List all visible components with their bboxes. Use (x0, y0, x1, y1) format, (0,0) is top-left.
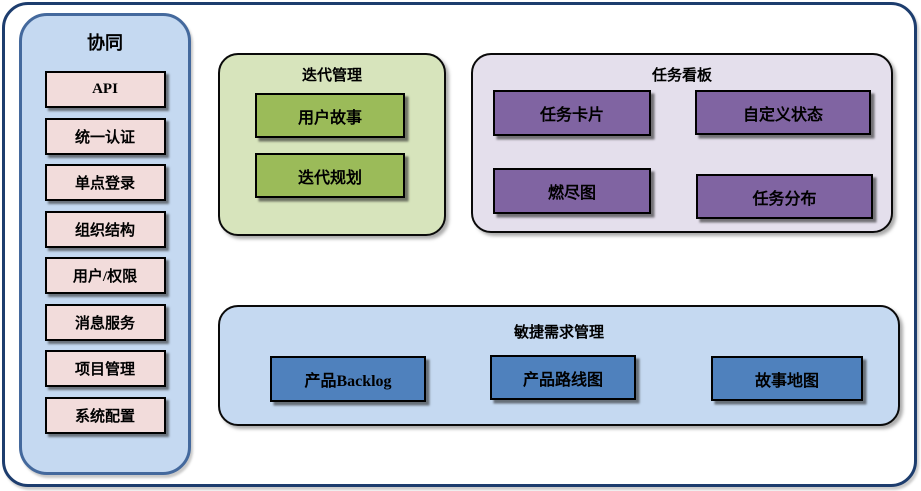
box-product-roadmap: 产品路线图 (490, 355, 636, 400)
sidebar-item-system-config: 系统配置 (44, 396, 166, 434)
sidebar-item-unified-auth: 统一认证 (44, 117, 166, 155)
sidebar-item-api: API (44, 71, 166, 108)
box-task-distribution: 任务分布 (696, 174, 873, 219)
sidebar-item-user-perms: 用户/权限 (44, 257, 166, 294)
sidebar-item-list: API 统一认证 单点登录 组织结构 用户/权限 消息服务 项目管理 系统配置 (22, 71, 188, 434)
sidebar-title: 协同 (87, 33, 123, 53)
sidebar-item-project-mgmt: 项目管理 (44, 350, 166, 387)
box-burndown-chart: 燃尽图 (493, 168, 651, 214)
sidebar-collaboration: 协同 API 统一认证 单点登录 组织结构 用户/权限 消息服务 项目管理 系统… (19, 13, 191, 475)
box-product-backlog: 产品Backlog (270, 356, 426, 402)
panel-iteration-management: 迭代管理 用户故事 迭代规划 (218, 53, 446, 236)
box-story-map: 故事地图 (711, 356, 863, 401)
panel-agile-requirements: 敏捷需求管理 产品Backlog 产品路线图 故事地图 (218, 305, 900, 426)
task-board-panel-title: 任务看板 (651, 67, 712, 84)
box-task-card: 任务卡片 (493, 90, 651, 136)
agile-panel-title: 敏捷需求管理 (513, 324, 604, 341)
box-custom-status: 自定义状态 (695, 90, 871, 135)
sidebar-item-sso: 单点登录 (44, 164, 166, 201)
panel-task-board: 任务看板 任务卡片 自定义状态 燃尽图 任务分布 (471, 53, 893, 233)
box-iteration-plan: 迭代规划 (255, 153, 405, 198)
sidebar-item-org-structure: 组织结构 (44, 210, 166, 248)
iteration-panel-title: 迭代管理 (301, 67, 362, 84)
box-user-story: 用户故事 (255, 93, 405, 138)
sidebar-item-message-service: 消息服务 (44, 303, 166, 341)
